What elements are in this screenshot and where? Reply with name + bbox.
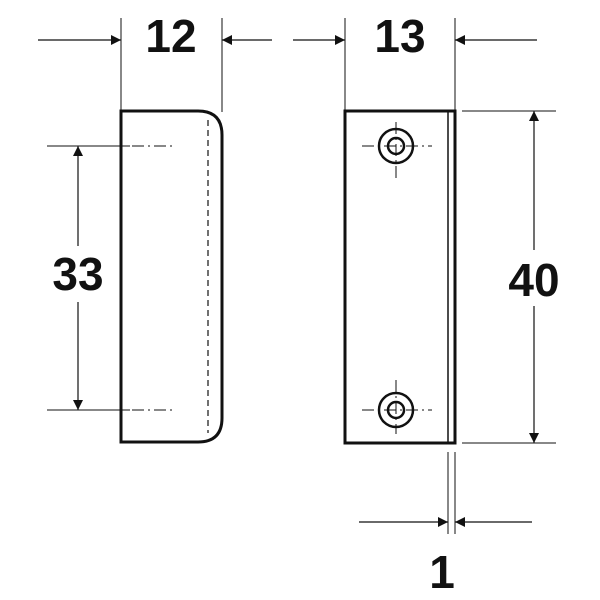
- side-view-outline: [119, 109, 224, 444]
- front-view: [343, 109, 457, 445]
- hole-inner-ring: [386, 136, 406, 156]
- dimension-front-width: 13: [293, 10, 537, 110]
- side-width-label: 12: [145, 10, 196, 62]
- dimension-side-height: 33: [47, 145, 130, 411]
- front-view-outline: [343, 109, 457, 445]
- front-height-label: 40: [508, 254, 559, 306]
- side-height-label: 33: [52, 248, 103, 300]
- hole-outer-ring: [377, 127, 415, 165]
- dimension-thickness: 1: [359, 452, 532, 598]
- screw-hole-top: [362, 122, 432, 180]
- dimension-side-width: 12: [38, 10, 272, 112]
- hole-inner-ring: [386, 400, 406, 420]
- thickness-label: 1: [429, 546, 455, 598]
- front-width-label: 13: [374, 10, 425, 62]
- hole-outer-ring: [377, 391, 415, 429]
- dimension-front-height: 40: [462, 110, 560, 444]
- side-view: [119, 109, 224, 444]
- screw-hole-bottom: [362, 380, 432, 434]
